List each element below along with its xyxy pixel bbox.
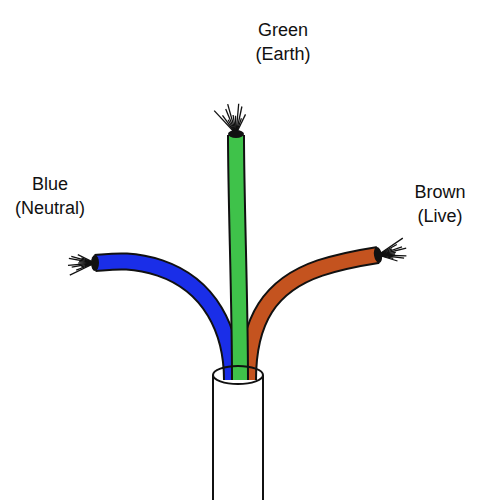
brown-wire-tip <box>373 246 384 263</box>
green-wire <box>236 135 240 380</box>
wire-strand <box>236 107 242 135</box>
blue-wire-outline <box>95 261 232 380</box>
wire-strand <box>378 248 406 255</box>
earth-label: Green (Earth) <box>246 18 321 66</box>
sheath-rim <box>213 375 263 384</box>
sheath-rim-back <box>213 366 263 375</box>
blue-wire <box>95 261 232 380</box>
green-wire-outline <box>236 135 240 380</box>
brown-wire <box>248 255 378 380</box>
blue-wire-tip <box>91 255 99 271</box>
wire-strand <box>68 263 95 265</box>
live-label: Brown (Live) <box>403 180 478 228</box>
green-wire-tip <box>228 130 244 138</box>
wire-strand <box>378 238 403 255</box>
wire-strand <box>228 104 236 134</box>
brown-wire-outline <box>248 255 378 380</box>
cable-sheath <box>213 375 263 500</box>
neutral-label: Blue (Neutral) <box>5 172 95 220</box>
